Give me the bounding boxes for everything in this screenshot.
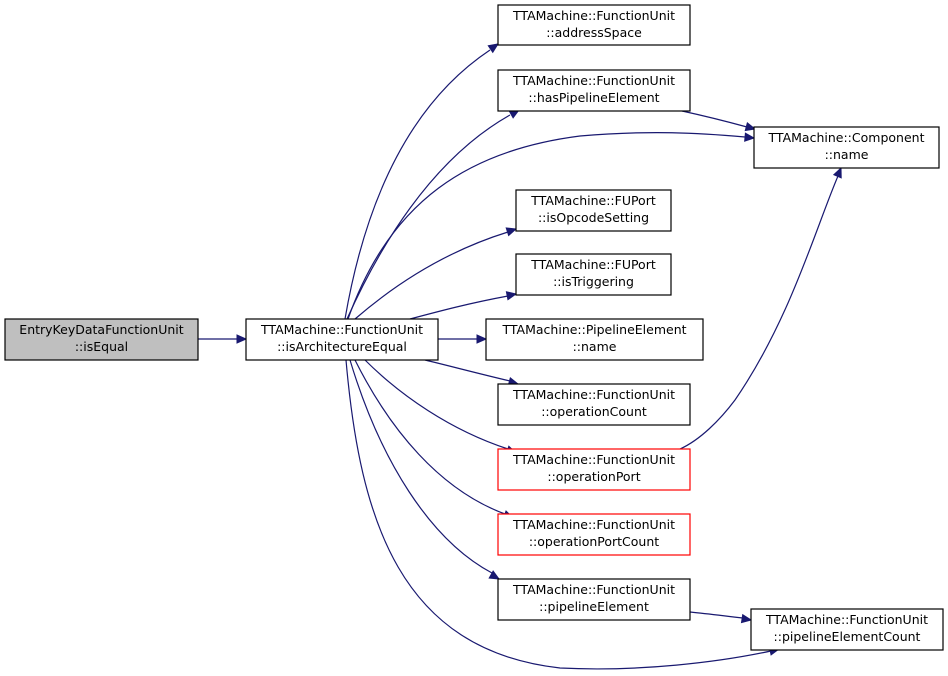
node-pipelineelement-name-line1: TTAMachine::PipelineElement (501, 322, 686, 337)
node-entry-isequal-line1: EntryKeyDataFunctionUnit (19, 322, 183, 337)
node-fuport-isopcodesetting-line1: TTAMachine::FUPort (530, 193, 656, 208)
node-component-name-line2: ::name (825, 147, 869, 162)
arrowhead-entry_isequal-to-fu_isarchequal (236, 334, 248, 344)
arrowhead-fu_haspipeline-to-comp_name (744, 121, 757, 132)
edge-fu_haspipeline-to-comp_name (681, 110, 748, 128)
node-fu-pipelineelement-line2: ::pipelineElement (539, 599, 649, 614)
node-fu-pipelineelement[interactable]: TTAMachine::FunctionUnit ::pipelineEleme… (497, 578, 691, 621)
node-fuport-istriggering-line1: TTAMachine::FUPort (530, 257, 656, 272)
node-fu-operationcount-line1: TTAMachine::FunctionUnit (512, 387, 675, 402)
edge-fu_isarchequal-to-fu_opcount (424, 359, 511, 382)
node-fu-haspipelineelement-line1: TTAMachine::FunctionUnit (512, 73, 675, 88)
node-entry-isequal-line2: ::isEqual (75, 339, 128, 354)
arrowhead-fu_isarchequal-to-pipe_name (476, 334, 488, 344)
node-fu-haspipelineelement[interactable]: TTAMachine::FunctionUnit ::hasPipelineEl… (497, 69, 691, 112)
node-pipelineelement-name-line2: ::name (573, 339, 617, 354)
edge-fu_isarchequal-to-fu_pipecount (345, 359, 772, 670)
node-fu-operationport-line2: ::operationPort (547, 469, 640, 484)
edges-layer (198, 43, 842, 670)
edge-fu_isarchequal-to-fu_opportcount (354, 359, 506, 515)
node-fu-operationportcount-line2: ::operationPortCount (529, 534, 659, 549)
node-fu-operationport[interactable]: TTAMachine::FunctionUnit ::operationPort (497, 448, 691, 491)
node-fuport-istriggering[interactable]: TTAMachine::FUPort ::isTriggering (515, 253, 672, 296)
arrowhead-fu_isarchequal-to-fuport_istrigger (505, 291, 518, 301)
node-fu-haspipelineelement-line2: ::hasPipelineElement (528, 90, 659, 105)
node-fu-addressspace-line2: ::addressSpace (546, 25, 642, 40)
edge-fu_opport-to-comp_name (679, 175, 839, 450)
node-fu-pipelineelementcount-line1: TTAMachine::FunctionUnit (765, 612, 928, 627)
node-fu-operationport-line1: TTAMachine::FunctionUnit (512, 452, 675, 467)
node-fuport-istriggering-line2: ::isTriggering (553, 274, 634, 289)
edge-fu_isarchequal-to-fu_addressspace (344, 49, 491, 320)
arrowhead-fu_isarchequal-to-comp_name (744, 132, 756, 142)
arrowhead-fu_isarchequal-to-fu_addressspace (487, 43, 500, 54)
edge-fu_isarchequal-to-fu_haspipeline (346, 114, 511, 320)
node-entry-isequal[interactable]: EntryKeyDataFunctionUnit ::isEqual (4, 318, 199, 361)
arrowhead-fu_pipeelem-to-fu_pipecount (740, 613, 753, 624)
node-fuport-isopcodesetting-line2: ::isOpcodeSetting (538, 210, 649, 225)
arrowhead-fu_isarchequal-to-fuport_isopcode (505, 227, 518, 237)
node-fu-isarchitectureequal-line1: TTAMachine::FunctionUnit (260, 322, 423, 337)
node-fu-pipelineelement-line1: TTAMachine::FunctionUnit (512, 582, 675, 597)
nodes-layer: EntryKeyDataFunctionUnit ::isEqual TTAMa… (4, 4, 944, 651)
edge-fu_isarchequal-to-fuport_istrigger (409, 295, 509, 320)
node-fu-pipelineelementcount[interactable]: TTAMachine::FunctionUnit ::pipelineEleme… (750, 608, 944, 651)
node-component-name-line1: TTAMachine::Component (768, 130, 925, 145)
node-fu-operationportcount[interactable]: TTAMachine::FunctionUnit ::operationPort… (497, 513, 691, 556)
node-fu-pipelineelementcount-line2: ::pipelineElementCount (774, 629, 921, 644)
edge-fu_isarchequal-to-comp_name (347, 132, 746, 320)
node-component-name[interactable]: TTAMachine::Component ::name (753, 126, 940, 169)
edge-fu_isarchequal-to-fu_opport (364, 359, 509, 450)
node-fu-operationportcount-line1: TTAMachine::FunctionUnit (512, 517, 675, 532)
node-fuport-isopcodesetting[interactable]: TTAMachine::FUPort ::isOpcodeSetting (515, 189, 672, 232)
node-fu-operationcount-line2: ::operationCount (541, 404, 647, 419)
node-fu-isarchitectureequal[interactable]: TTAMachine::FunctionUnit ::isArchitectur… (245, 318, 439, 361)
node-fu-addressspace-line1: TTAMachine::FunctionUnit (512, 8, 675, 23)
edge-fu_isarchequal-to-fuport_isopcode (354, 231, 509, 320)
edge-fu_isarchequal-to-fu_pipeelem (349, 359, 493, 574)
edge-fu_pipeelem-to-fu_pipecount (689, 611, 744, 619)
node-pipelineelement-name[interactable]: TTAMachine::PipelineElement ::name (485, 318, 704, 361)
arrowhead-fu_opport-to-comp_name (832, 166, 842, 179)
node-fu-isarchitectureequal-line2: ::isArchitectureEqual (277, 339, 407, 354)
arrowhead-fu_isarchequal-to-fu_pipeelem (488, 570, 501, 580)
node-fu-addressspace[interactable]: TTAMachine::FunctionUnit ::addressSpace (497, 4, 691, 46)
node-fu-operationcount[interactable]: TTAMachine::FunctionUnit ::operationCoun… (497, 383, 691, 426)
